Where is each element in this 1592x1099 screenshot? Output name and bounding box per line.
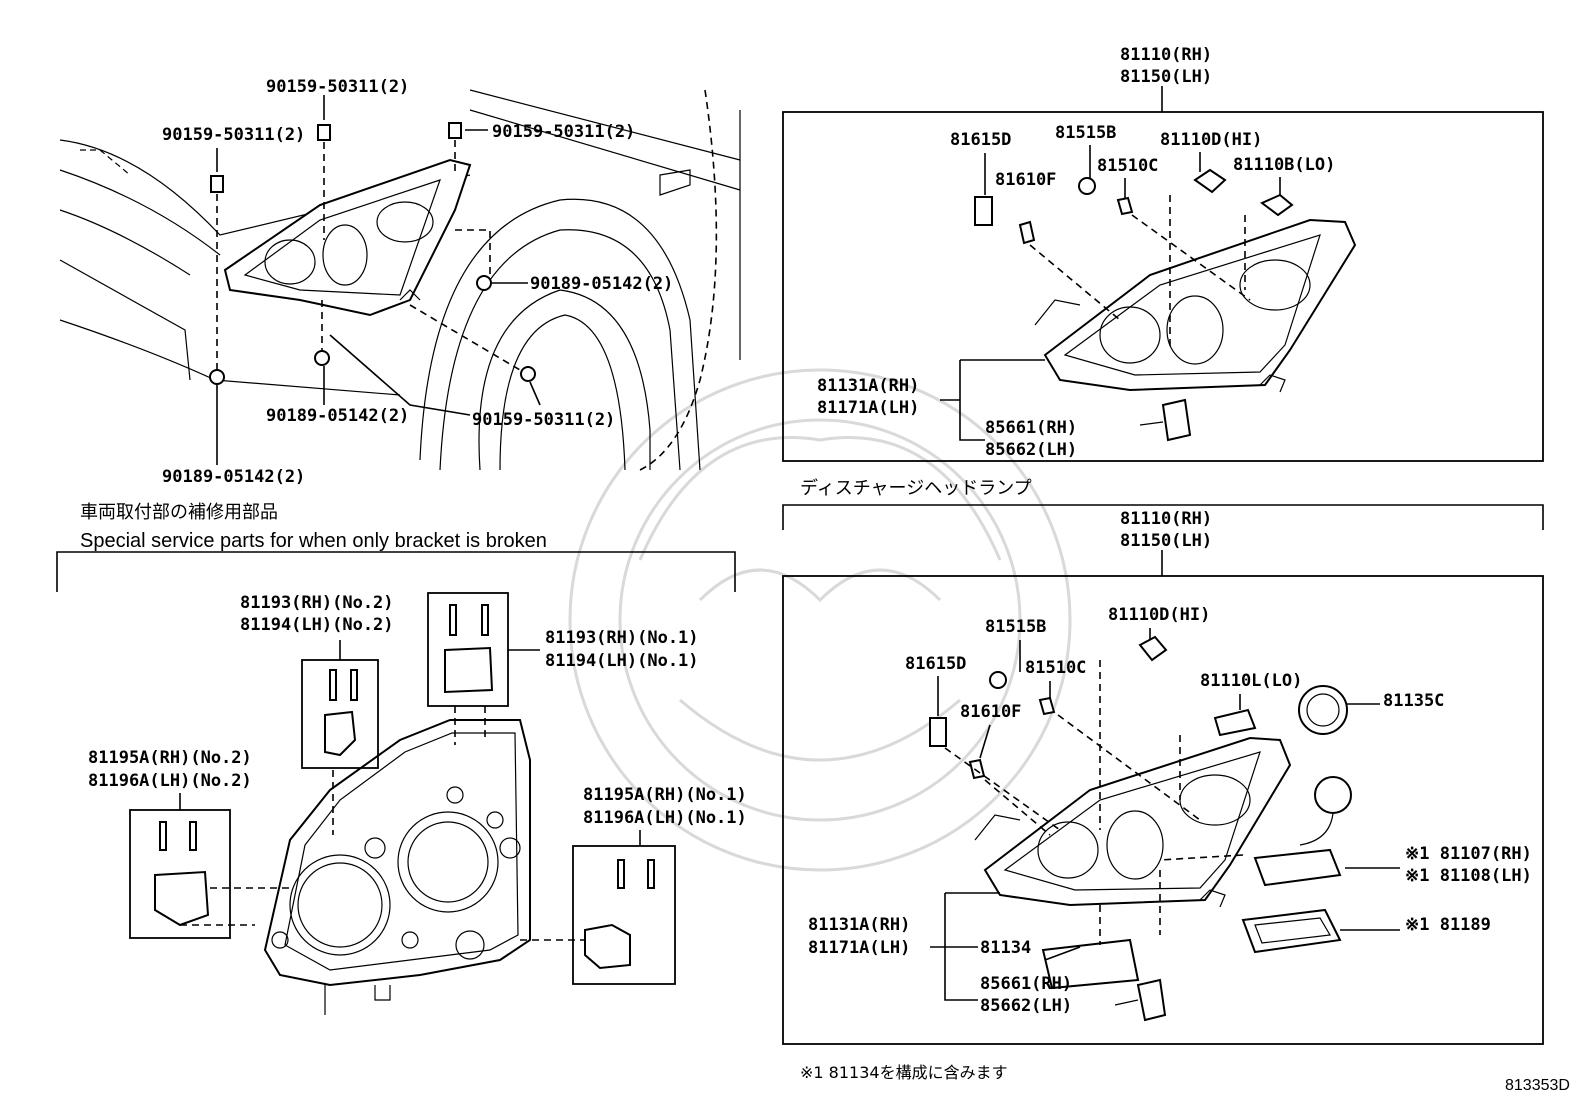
discharge-assembly-frame xyxy=(782,575,1544,1045)
label-bolt-fender: 90159-50311(2) xyxy=(472,410,615,430)
dis-label-81615d: 81615D xyxy=(905,654,966,674)
dis-label-81510c: 81510C xyxy=(1025,658,1086,678)
dis-label-ballast-rh: ※1 81107(RH) xyxy=(1405,844,1532,864)
dis-label-81515b: 81515B xyxy=(985,617,1046,637)
label-nut-bottom: 90189-05142(2) xyxy=(162,467,305,487)
halogen-headlamp xyxy=(1034,218,1357,393)
label-81193-no2: 81193(RH)(No.2) xyxy=(240,593,394,613)
halo-label-housing-lh: 81171A(LH) xyxy=(817,398,919,418)
label-bolt-right: 90159-50311(2) xyxy=(492,122,635,142)
halogen-title-rh: 81110(RH) xyxy=(1120,45,1212,65)
dis-label-81110d: 81110D(HI) xyxy=(1108,605,1210,625)
label-81193-no1: 81193(RH)(No.1) xyxy=(545,628,699,648)
vehicle-mount-diagram xyxy=(59,89,741,471)
dis-label-motor-lh: 85662(LH) xyxy=(980,996,1072,1016)
halo-label-motor-rh: 85661(RH) xyxy=(985,418,1077,438)
bracket-no1-upper xyxy=(427,592,509,745)
dis-label-gasket: 81134 xyxy=(980,938,1031,958)
label-nut-right: 90189-05142(2) xyxy=(530,274,673,294)
dis-label-ballast-lh: ※1 81108(LH) xyxy=(1405,866,1532,886)
dis-label-housing-rh: 81131A(RH) xyxy=(808,915,910,935)
halo-label-motor-lh: 85662(LH) xyxy=(985,440,1077,460)
service-housing-back xyxy=(263,719,531,1015)
dis-label-motor-rh: 85661(RH) xyxy=(980,974,1072,994)
label-81195a-no2: 81195A(RH)(No.2) xyxy=(88,748,252,768)
label-81196a-no2: 81196A(LH)(No.2) xyxy=(88,771,252,791)
dis-label-housing-lh: 81171A(LH) xyxy=(808,938,910,958)
halo-label-81515b: 81515B xyxy=(1055,123,1116,143)
label-bolt-left: 90159-50311(2) xyxy=(162,125,305,145)
label-81194-no1: 81194(LH)(No.1) xyxy=(545,651,699,671)
discharge-components xyxy=(929,635,1352,1022)
discharge-caption: ディスチャージヘッドランプ xyxy=(800,478,1032,499)
dis-label-81610f: 81610F xyxy=(960,702,1021,722)
footnote: ※1 81134を構成に含みます xyxy=(800,1063,1008,1082)
discharge-labels: 81515B 81110D(HI) 81615D 81510C 81110L(L… xyxy=(808,605,1532,1016)
halogen-title-lh: 81150(LH) xyxy=(1120,67,1212,87)
service-section-heading: 車両取付部の補修用部品 Special service parts for wh… xyxy=(56,502,736,592)
discharge-headlamp xyxy=(974,736,1292,908)
halo-label-81615d: 81615D xyxy=(950,130,1011,150)
vehicle-mount-labels: 90159-50311(2) 90159-50311(2) 90159-5031… xyxy=(162,77,673,487)
service-title-jp: 車両取付部の補修用部品 xyxy=(80,502,278,523)
bracket-no1-lower xyxy=(520,845,676,985)
dis-label-81135c: 81135C xyxy=(1383,691,1444,711)
label-81196a-no1: 81196A(LH)(No.1) xyxy=(583,808,747,828)
halogen-labels: 81615D 81515B 81110D(HI) 81610F 81510C 8… xyxy=(817,123,1335,460)
label-nut-center: 90189-05142(2) xyxy=(266,406,409,426)
discharge-title-rh: 81110(RH) xyxy=(1120,509,1212,529)
label-bolt-top: 90159-50311(2) xyxy=(266,77,409,97)
halo-label-housing-rh: 81131A(RH) xyxy=(817,376,919,396)
bracket-no2-lower xyxy=(129,809,290,939)
dis-label-cover: ※1 81189 xyxy=(1405,915,1491,935)
halo-label-81110b: 81110B(LO) xyxy=(1233,155,1335,175)
discharge-title-lh: 81150(LH) xyxy=(1120,531,1212,551)
label-81195a-no1: 81195A(RH)(No.1) xyxy=(583,785,747,805)
halo-label-81610f: 81610F xyxy=(995,170,1056,190)
halogen-assembly-frame xyxy=(782,111,1544,462)
dis-label-81110l: 81110L(LO) xyxy=(1200,671,1302,691)
service-title-en: Special service parts for when only brac… xyxy=(80,530,547,552)
watermark-emblem xyxy=(568,368,1072,872)
halo-label-81110d: 81110D(HI) xyxy=(1160,130,1262,150)
diagram-code: 813353D xyxy=(1505,1077,1570,1094)
halo-label-81510c: 81510C xyxy=(1097,156,1158,176)
halogen-bulbs xyxy=(974,168,1294,442)
label-81194-no2: 81194(LH)(No.2) xyxy=(240,615,394,635)
